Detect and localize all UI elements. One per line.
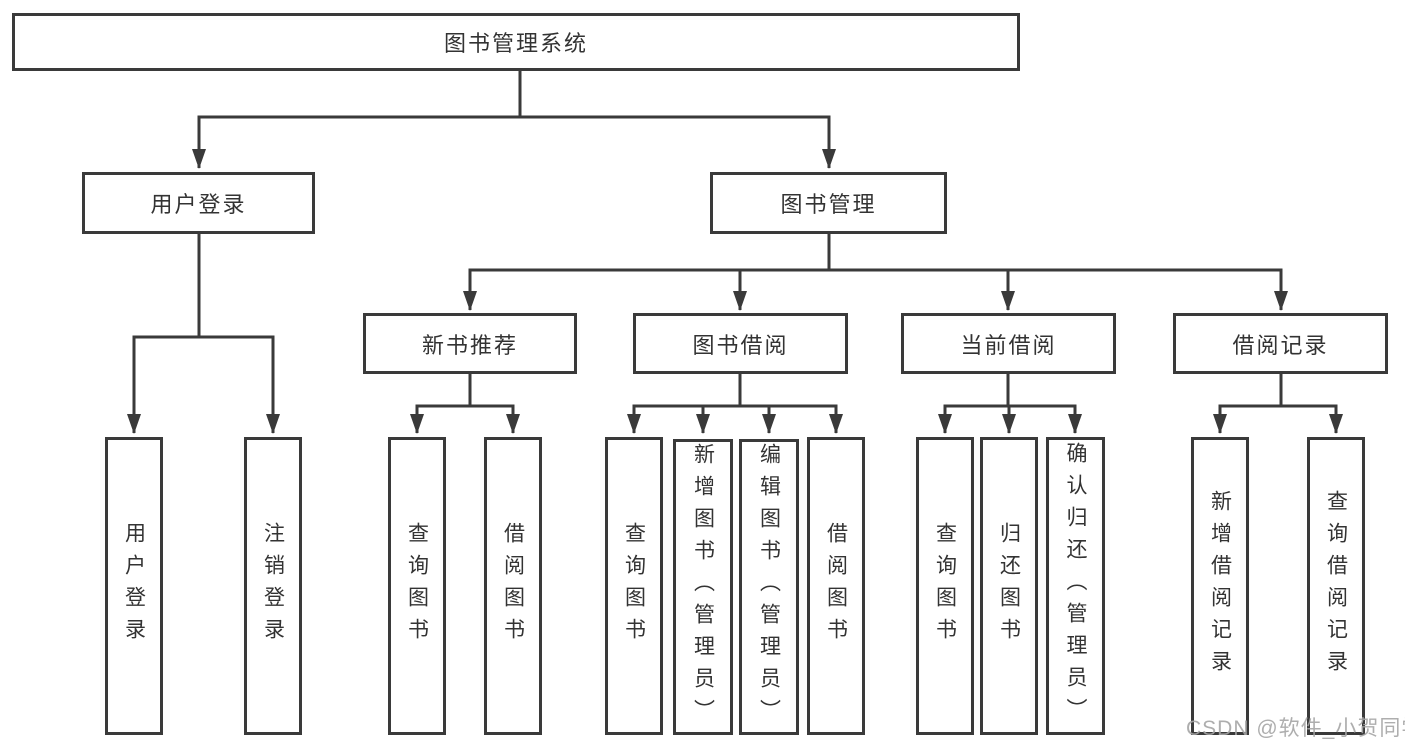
node-user-login: 用户登录 [82,172,315,234]
node-root: 图书管理系统 [12,13,1020,71]
node-current-borrow-label: 当前借阅 [960,332,1057,358]
node-book-borrow-label: 图书借阅 [692,332,789,358]
leaf-add-borrow-record-label: 新增借阅记录 [1208,490,1232,682]
leaf-add-borrow-record: 新增借阅记录 [1191,437,1249,735]
leaf-query-books-2-label: 查询图书 [622,522,646,650]
leaf-query-books-3: 查询图书 [916,437,974,735]
leaf-borrow-books-1: 借阅图书 [484,437,542,735]
node-user-login-label: 用户登录 [150,192,247,217]
leaf-add-book-admin: 新增图书（管理员） [673,439,733,735]
node-new-book-recommend-label: 新书推荐 [421,332,518,358]
leaf-edit-book-admin-label: 编辑图书（管理员） [757,443,781,731]
leaf-return-book: 归还图书 [980,437,1038,735]
leaf-query-books-1-label: 查询图书 [405,522,429,650]
node-current-borrow: 当前借阅 [901,313,1116,374]
leaf-return-book-label: 归还图书 [997,522,1021,650]
leaf-user-login-label: 用户登录 [122,522,146,650]
leaf-query-borrow-record-label: 查询借阅记录 [1324,490,1348,682]
leaf-borrow-books-2: 借阅图书 [807,437,865,735]
node-book-management: 图书管理 [710,172,947,234]
leaf-query-borrow-record: 查询借阅记录 [1307,437,1365,735]
node-root-label: 图书管理系统 [443,31,588,56]
watermark-text: CSDN @软件_小贺同学 [1186,717,1405,740]
leaf-add-book-admin-label: 新增图书（管理员） [691,443,715,731]
leaf-borrow-books-1-label: 借阅图书 [501,522,525,650]
leaf-confirm-return-admin-label: 确认归还（管理员） [1064,442,1087,730]
leaf-confirm-return-admin: 确认归还（管理员） [1046,437,1105,735]
leaf-query-books-3-label: 查询图书 [933,522,957,650]
leaf-user-login: 用户登录 [105,437,163,735]
leaf-borrow-books-2-label: 借阅图书 [824,522,848,650]
node-book-management-label: 图书管理 [780,192,877,217]
node-book-borrow: 图书借阅 [633,313,848,374]
leaf-query-books-1: 查询图书 [388,437,446,735]
leaf-logout: 注销登录 [244,437,302,735]
leaf-logout-label: 注销登录 [261,522,285,650]
leaf-query-books-2: 查询图书 [605,437,663,735]
node-borrow-records: 借阅记录 [1173,313,1388,374]
leaf-edit-book-admin: 编辑图书（管理员） [739,439,799,735]
node-new-book-recommend: 新书推荐 [363,313,577,374]
node-borrow-records-label: 借阅记录 [1232,332,1329,358]
